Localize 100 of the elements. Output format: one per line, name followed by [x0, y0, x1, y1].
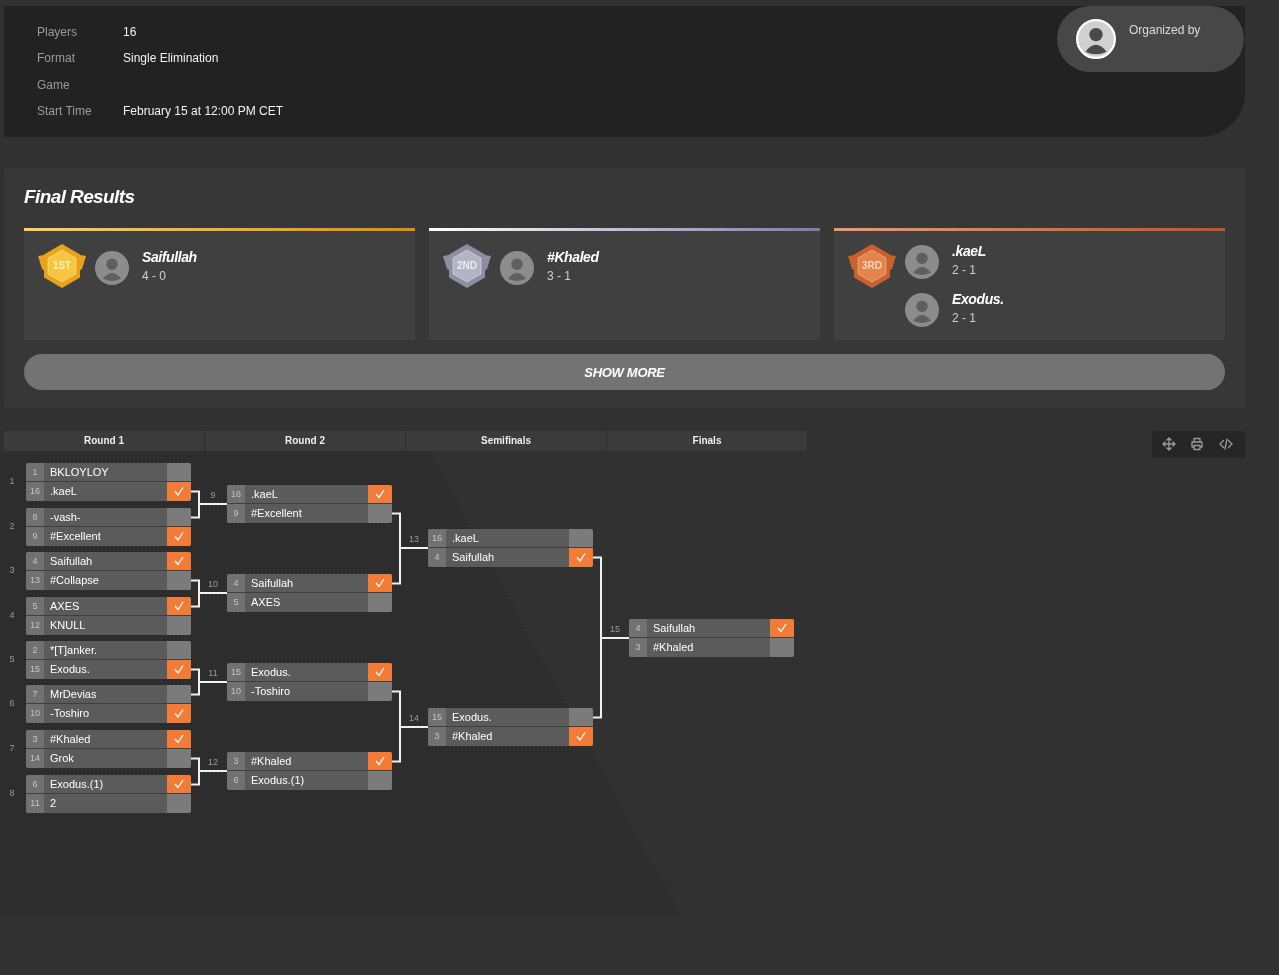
- player-name: -Toshiro: [250, 684, 292, 699]
- match-number: 14: [408, 713, 420, 724]
- seed-number: 3: [428, 727, 446, 746]
- player-name: Exodus.(1): [250, 773, 306, 788]
- score-text: 2 - 1: [952, 311, 976, 326]
- player-name: KNULL: [49, 618, 87, 633]
- match-box: [428, 708, 593, 746]
- match-number: 7: [8, 743, 16, 754]
- match-box: [26, 597, 191, 635]
- round-header: Finals: [607, 431, 808, 451]
- seed-number: 4: [629, 619, 647, 637]
- bracket-line: [190, 681, 228, 696]
- match-box: [26, 730, 191, 768]
- player-name: #Khaled: [49, 732, 92, 747]
- player-name: -Toshiro: [49, 706, 91, 721]
- rank-label: 3RD: [861, 260, 883, 272]
- match-box: [227, 752, 392, 790]
- round-header: Round 1: [4, 431, 205, 451]
- seed-number: 3: [227, 752, 245, 770]
- bracket-line: [190, 503, 228, 519]
- player-name: 2: [49, 796, 58, 811]
- seed-number: 3: [629, 638, 647, 657]
- player-name: .kaeL: [451, 531, 480, 546]
- field-value: 16: [123, 25, 137, 40]
- match-box: [227, 663, 392, 701]
- player-name: Exodus.: [952, 291, 1004, 308]
- seed-number: 9: [227, 504, 245, 523]
- match-box: [26, 508, 191, 546]
- match-number: 8: [8, 788, 16, 799]
- player-name: Saifullah: [451, 550, 496, 565]
- bracket-line: [190, 770, 228, 786]
- rank-label: 2ND: [456, 260, 478, 272]
- match-box: [428, 529, 593, 567]
- field-value: February 15 at 12:00 PM CET: [123, 104, 284, 119]
- show-more-button: SHOW MORE: [24, 354, 1225, 390]
- seed-number: 13: [26, 571, 44, 590]
- player-name: Saifullah: [142, 249, 197, 266]
- seed-number: 12: [26, 616, 44, 635]
- player-name: MrDevias: [49, 687, 98, 702]
- player-name: #Collapse: [49, 573, 100, 588]
- field-value: Single Elimination: [123, 51, 219, 66]
- match-number: 4: [8, 610, 16, 621]
- match-box: [629, 619, 794, 657]
- player-name: AXES: [49, 599, 81, 614]
- player-name: Saifullah: [49, 554, 94, 569]
- bracket-line: [391, 726, 429, 763]
- seed-number: 1: [26, 463, 44, 481]
- seed-number: 16: [26, 482, 44, 501]
- player-name: Exodus.(1): [49, 777, 105, 792]
- round-header: Round 2: [205, 431, 406, 451]
- match-number: 9: [209, 490, 217, 501]
- match-number: 5: [8, 654, 16, 665]
- player-name: -vash-: [49, 510, 82, 525]
- bracket-line: [391, 547, 429, 585]
- player-name: .kaeL: [49, 484, 78, 499]
- round-header: Semifinals: [406, 431, 607, 451]
- result-card: [834, 228, 1225, 340]
- seed-number: 16: [428, 529, 446, 547]
- match-box: [26, 552, 191, 590]
- seed-number: 10: [26, 704, 44, 723]
- player-name: AXES: [250, 595, 282, 610]
- seed-number: 3: [26, 730, 44, 748]
- player-name: Exodus.: [49, 662, 91, 677]
- player-name: #Khaled: [451, 729, 494, 744]
- player-name: #Khaled: [250, 754, 293, 769]
- match-box: [227, 485, 392, 523]
- score-text: 2 - 1: [952, 263, 976, 278]
- match-box: [26, 685, 191, 723]
- match-box: [26, 463, 191, 501]
- match-box: [26, 641, 191, 679]
- seed-number: 11: [26, 794, 44, 813]
- seed-number: 10: [227, 682, 245, 701]
- organizer-pill: [1057, 6, 1244, 72]
- player-name: .kaeL: [250, 487, 279, 502]
- seed-number: 6: [26, 775, 44, 793]
- seed-number: 14: [26, 749, 44, 768]
- player-name: Exodus.: [451, 710, 493, 725]
- match-number: 11: [207, 668, 219, 679]
- info-panel: [4, 6, 1245, 137]
- seed-number: 5: [227, 593, 245, 612]
- match-number: 10: [207, 579, 219, 590]
- match-number: 3: [8, 565, 16, 576]
- match-box: [227, 574, 392, 612]
- match-box: [26, 775, 191, 813]
- player-name: #Khaled: [652, 640, 695, 655]
- result-card: [24, 228, 415, 340]
- bracket-line: [592, 637, 630, 719]
- seed-number: 4: [227, 574, 245, 592]
- seed-number: 8: [26, 508, 44, 526]
- result-card: [429, 228, 820, 340]
- seed-number: 4: [26, 552, 44, 570]
- match-number: 1: [8, 476, 16, 487]
- player-name: #Excellent: [250, 506, 303, 521]
- seed-number: 15: [227, 663, 245, 681]
- seed-number: 15: [428, 708, 446, 726]
- match-number: 6: [8, 698, 16, 709]
- match-number: 15: [609, 624, 621, 635]
- organizer-caption: Organized by: [1129, 23, 1201, 38]
- seed-number: 9: [26, 527, 44, 546]
- player-name: Exodus.: [250, 665, 292, 680]
